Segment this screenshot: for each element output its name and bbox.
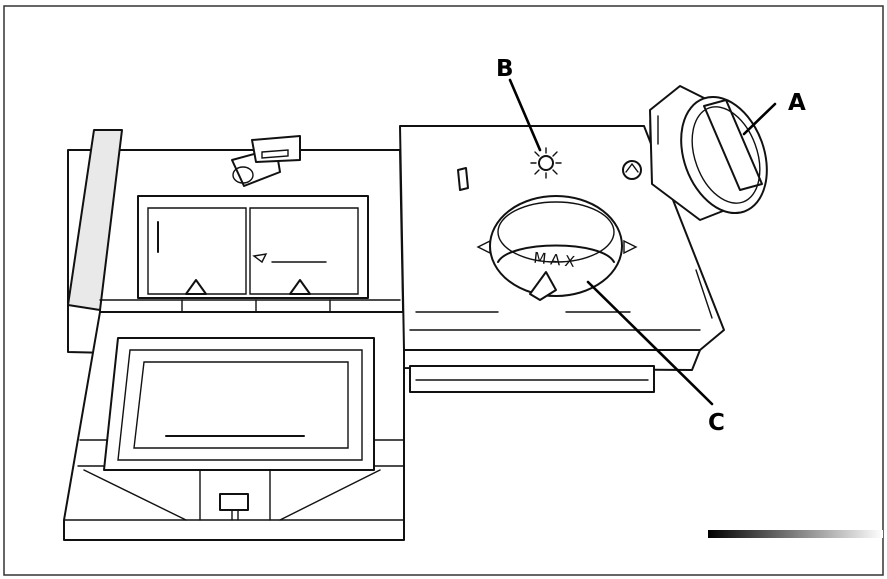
diagram-border [3, 5, 884, 576]
detergent-tray [63, 129, 405, 541]
tray-latch [231, 135, 301, 187]
level-indicator-b [530, 147, 562, 179]
refill-cap-a [649, 85, 768, 221]
dial-max-label: MAX [533, 249, 580, 272]
callout-c: C [708, 410, 725, 436]
leader-c [586, 280, 714, 406]
callout-b: B [496, 56, 514, 82]
leader-b [508, 78, 542, 152]
rinse-aid-dispenser: MAX [399, 85, 768, 393]
leader-a [742, 102, 777, 136]
main-wash-compartment [103, 337, 375, 471]
dosage-dial-c: MAX [476, 195, 638, 301]
prewash-compartment [137, 195, 369, 299]
gradient-bar [708, 530, 883, 538]
callout-a: A [788, 90, 806, 116]
plug-icon [622, 160, 642, 180]
